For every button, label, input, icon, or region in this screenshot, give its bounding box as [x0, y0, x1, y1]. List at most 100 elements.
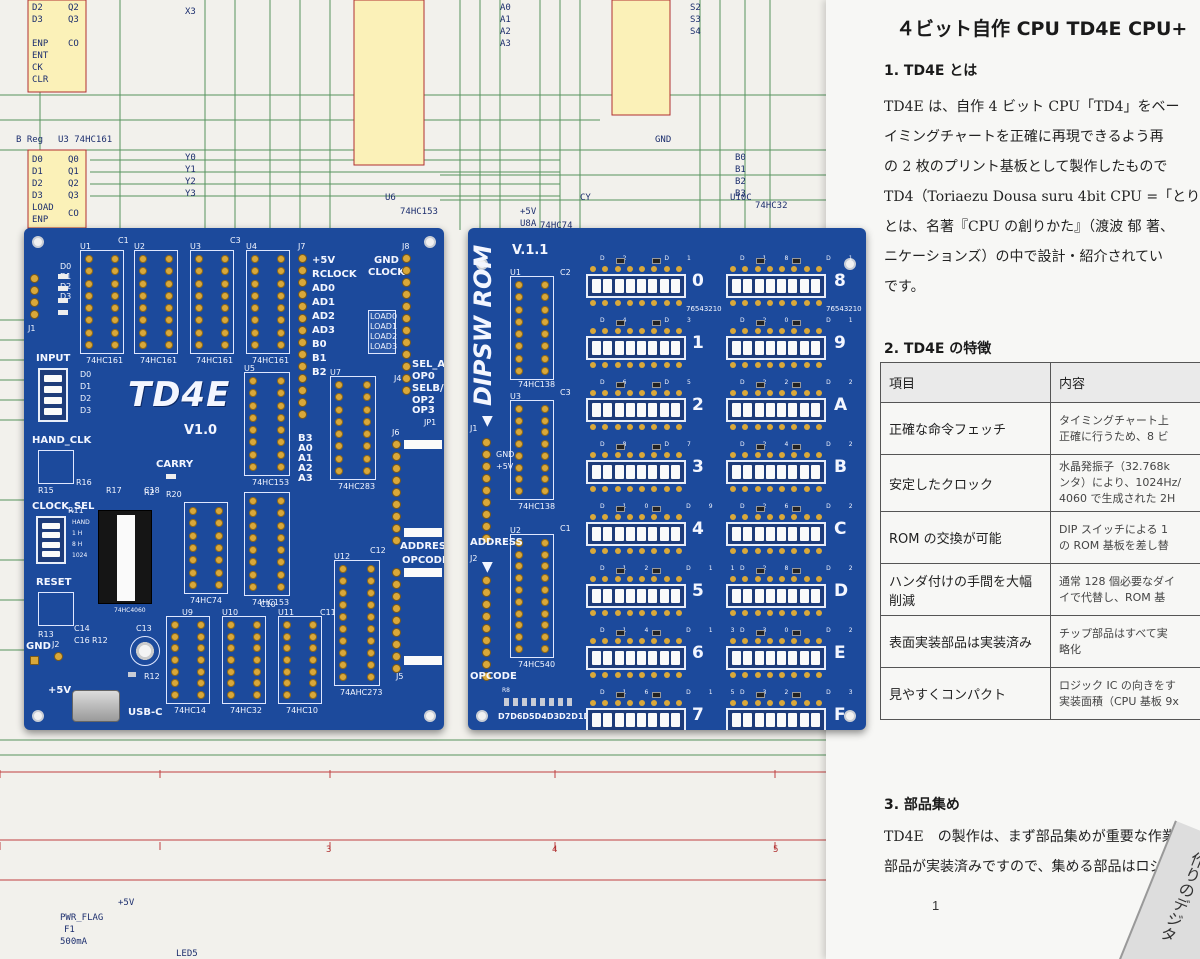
- dip-toggle[interactable]: [625, 341, 635, 355]
- dip-toggle[interactable]: [603, 651, 613, 665]
- dip-toggle[interactable]: [732, 403, 742, 417]
- dip-toggle[interactable]: [799, 527, 809, 541]
- dip-toggle[interactable]: [743, 651, 753, 665]
- dip-toggle[interactable]: [592, 527, 602, 541]
- dip-toggle[interactable]: [648, 589, 658, 603]
- dip-toggle[interactable]: [754, 527, 764, 541]
- dip-toggle[interactable]: [732, 651, 742, 665]
- dip-toggle[interactable]: [799, 713, 809, 727]
- dip-toggle[interactable]: [648, 651, 658, 665]
- dip-toggle[interactable]: [592, 279, 602, 293]
- dip-toggle[interactable]: [799, 465, 809, 479]
- dip-toggle[interactable]: [659, 465, 669, 479]
- dip-toggle[interactable]: [603, 713, 613, 727]
- dip-toggle[interactable]: [743, 713, 753, 727]
- dip-toggle[interactable]: [603, 403, 613, 417]
- dip-toggle[interactable]: [810, 651, 820, 665]
- dip-toggle[interactable]: [743, 527, 753, 541]
- dip-toggle[interactable]: [732, 465, 742, 479]
- dip-toggle[interactable]: [777, 403, 787, 417]
- dip-toggle[interactable]: [799, 403, 809, 417]
- rom-dip-switch-4[interactable]: [586, 522, 686, 546]
- dip-toggle[interactable]: [592, 651, 602, 665]
- rom-dip-switch-9[interactable]: [726, 336, 826, 360]
- dip-toggle[interactable]: [788, 589, 798, 603]
- dip-toggle[interactable]: [625, 403, 635, 417]
- dip-toggle[interactable]: [777, 713, 787, 727]
- dip-toggle[interactable]: [614, 279, 624, 293]
- dip-toggle[interactable]: [670, 465, 680, 479]
- usb-c-connector[interactable]: [72, 690, 120, 722]
- clock-sel-dip-switch[interactable]: [36, 516, 66, 564]
- dip-toggle[interactable]: [659, 403, 669, 417]
- dip-toggle[interactable]: [732, 713, 742, 727]
- rom-dip-switch-7[interactable]: [586, 708, 686, 730]
- dip-toggle[interactable]: [659, 651, 669, 665]
- dip-toggle[interactable]: [592, 589, 602, 603]
- dip-toggle[interactable]: [777, 465, 787, 479]
- dip-toggle[interactable]: [614, 403, 624, 417]
- dip-toggle[interactable]: [637, 651, 647, 665]
- dip-toggle[interactable]: [743, 279, 753, 293]
- dip-toggle[interactable]: [670, 279, 680, 293]
- dip-toggle[interactable]: [765, 651, 775, 665]
- dip-toggle[interactable]: [777, 279, 787, 293]
- dip-toggle[interactable]: [648, 713, 658, 727]
- dip-toggle[interactable]: [659, 527, 669, 541]
- dip-toggle[interactable]: [810, 403, 820, 417]
- dip-toggle[interactable]: [799, 279, 809, 293]
- dip-toggle[interactable]: [637, 713, 647, 727]
- dip-toggle[interactable]: [743, 589, 753, 603]
- dip-toggle[interactable]: [754, 713, 764, 727]
- dip-toggle[interactable]: [659, 713, 669, 727]
- dip-toggle[interactable]: [754, 465, 764, 479]
- dip-toggle[interactable]: [625, 465, 635, 479]
- dip-toggle[interactable]: [732, 589, 742, 603]
- rom-dip-switch-3[interactable]: [586, 460, 686, 484]
- dip-toggle[interactable]: [603, 527, 613, 541]
- dip-toggle[interactable]: [625, 527, 635, 541]
- rom-dip-switch-8[interactable]: [726, 274, 826, 298]
- dip-toggle[interactable]: [614, 651, 624, 665]
- rom-dip-switch-B[interactable]: [726, 460, 826, 484]
- rom-dip-switch-E[interactable]: [726, 646, 826, 670]
- dip-toggle[interactable]: [765, 589, 775, 603]
- dip-toggle[interactable]: [592, 341, 602, 355]
- dip-toggle[interactable]: [592, 465, 602, 479]
- dip-toggle[interactable]: [765, 279, 775, 293]
- rom-dip-switch-D[interactable]: [726, 584, 826, 608]
- dip-toggle[interactable]: [648, 465, 658, 479]
- dip-toggle[interactable]: [603, 279, 613, 293]
- dip-toggle[interactable]: [810, 527, 820, 541]
- dip-toggle[interactable]: [603, 589, 613, 603]
- rom-dip-switch-5[interactable]: [586, 584, 686, 608]
- rom-dip-switch-F[interactable]: [726, 708, 826, 730]
- dip-toggle[interactable]: [670, 589, 680, 603]
- dip-toggle[interactable]: [799, 651, 809, 665]
- dip-toggle[interactable]: [592, 713, 602, 727]
- dip-toggle[interactable]: [743, 403, 753, 417]
- dip-toggle[interactable]: [603, 465, 613, 479]
- dip-toggle[interactable]: [754, 651, 764, 665]
- dip-toggle[interactable]: [614, 527, 624, 541]
- dip-toggle[interactable]: [810, 341, 820, 355]
- input-dip-switch[interactable]: [38, 368, 68, 422]
- dip-toggle[interactable]: [637, 465, 647, 479]
- dip-toggle[interactable]: [754, 341, 764, 355]
- dip-toggle[interactable]: [799, 589, 809, 603]
- dip-toggle[interactable]: [754, 589, 764, 603]
- dip-toggle[interactable]: [648, 527, 658, 541]
- dip-toggle[interactable]: [659, 589, 669, 603]
- dip-toggle[interactable]: [625, 279, 635, 293]
- dip-toggle[interactable]: [754, 403, 764, 417]
- rom-dip-switch-0[interactable]: [586, 274, 686, 298]
- dip-toggle[interactable]: [670, 527, 680, 541]
- dip-toggle[interactable]: [799, 341, 809, 355]
- dip-toggle[interactable]: [788, 527, 798, 541]
- dip-toggle[interactable]: [732, 341, 742, 355]
- dip-toggle[interactable]: [765, 403, 775, 417]
- dip-toggle[interactable]: [603, 341, 613, 355]
- dip-toggle[interactable]: [765, 341, 775, 355]
- dip-toggle[interactable]: [732, 279, 742, 293]
- dip-toggle[interactable]: [614, 713, 624, 727]
